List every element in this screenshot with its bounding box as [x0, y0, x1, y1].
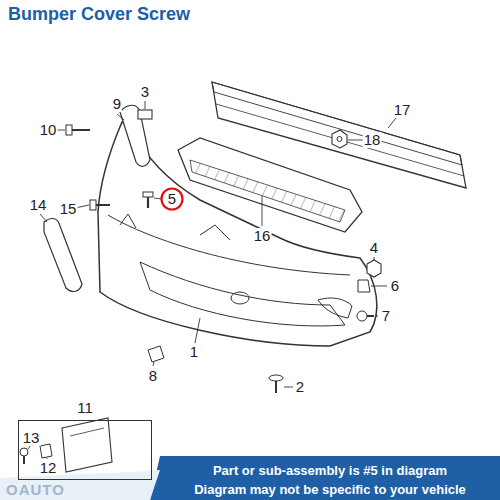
- watermark: OAUTO: [6, 481, 65, 498]
- callout-number: 1: [189, 344, 199, 360]
- callout-number: 7: [381, 308, 391, 324]
- callout-number: 3: [140, 84, 150, 100]
- callout-number: 5: [168, 191, 176, 207]
- banner-note: Diagram may not be specific to your vehi…: [194, 482, 466, 497]
- callout-number: 9: [112, 96, 122, 112]
- diagram-title: Bumper Cover Screw: [8, 4, 190, 25]
- callout-number: 15: [59, 201, 78, 217]
- callout-number: 18: [363, 132, 382, 148]
- callout-number: 10: [39, 122, 58, 138]
- callout-number: 13: [22, 430, 41, 446]
- banner-note: Part or sub-assembly is #5 in diagram: [213, 463, 447, 478]
- callout-number: 2: [295, 379, 305, 395]
- callout-number: 17: [393, 102, 412, 118]
- callout-number: 4: [369, 240, 379, 256]
- callout-number: 16: [253, 228, 272, 244]
- callout-number: 6: [390, 278, 400, 294]
- callout-number: 14: [29, 197, 48, 213]
- callout-number: 11: [77, 399, 93, 416]
- callout-number: 8: [148, 368, 158, 384]
- callout-number: 12: [39, 460, 58, 476]
